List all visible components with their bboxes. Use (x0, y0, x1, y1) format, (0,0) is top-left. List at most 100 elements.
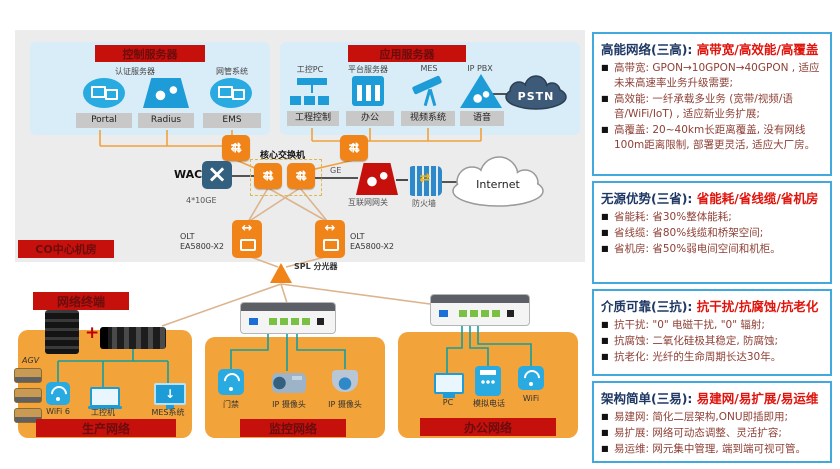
industrial-onu-icon (100, 327, 166, 349)
panel-title-highlight: 易建网/易扩展/易运维 (696, 391, 819, 406)
video-system-label: 视频系统 (401, 111, 455, 126)
core-switch-group-box (250, 159, 322, 196)
agv-icon (14, 388, 42, 403)
app-servers-banner: 应用服务器 (348, 45, 466, 62)
core-switch-label: 核心交换机 (260, 151, 306, 161)
wifi-label: WiFi (522, 394, 540, 403)
bullet-item: 省能耗: 省30%整体能耗; (601, 210, 823, 225)
panel-title-prefix: 高能网络(三高): (601, 42, 697, 57)
wac-label: WAC (174, 168, 203, 181)
ems-server-icon (210, 78, 252, 108)
mes-label: MES (420, 64, 438, 73)
portal-label: Portal (76, 113, 132, 128)
bullet-item: 抗腐蚀: 二氧化硅极其稳定, 防腐蚀; (601, 334, 823, 349)
wac-ports-label: 4*10GE (186, 196, 217, 205)
aggregation-router-icon-right (340, 135, 368, 161)
tripod-leg (428, 88, 437, 107)
platform-server-label: 平台服务器 (348, 65, 388, 74)
onu-icon-office (430, 294, 530, 326)
firewall-icon (408, 166, 442, 196)
onu-icon-surveillance (240, 302, 336, 334)
panel-title: 高能网络(三高): 高带宽/高效能/高覆盖 (601, 39, 823, 58)
ip-pbx-label: IP PBX (467, 64, 493, 73)
olt-right-label: OLT EA5800-X2 (350, 232, 402, 252)
surveillance-banner: 监控网络 (240, 419, 346, 437)
nms-label: 网管系统 (216, 67, 248, 76)
core-switch-icon-1 (254, 163, 282, 189)
olt-icon-right (315, 220, 345, 258)
wifi-ap-icon (518, 366, 544, 390)
bullet-item: 抗干扰: "0" 电磁干扰, "0" 辐射; (601, 318, 823, 333)
industrial-switch-icon (45, 310, 79, 354)
mes-terminal-label: MES系统 (151, 408, 185, 417)
olt-left-model: EA5800-X2 (180, 242, 224, 251)
panel-title-highlight: 抗干扰/抗腐蚀/抗老化 (696, 299, 819, 314)
ip-camera-label-2: IP 摄像头 (328, 400, 362, 409)
industrial-pc-terminal-label: 工控机 (91, 408, 115, 417)
bullet-item: 易建网: 简化二层架构,ONU即插即用; (601, 410, 823, 425)
bullet-item: 易扩展: 网络可动态调整、灵活扩容; (601, 426, 823, 441)
radius-label: Radius (138, 113, 194, 128)
panel-title-highlight: 省能耗/省线缆/省机房 (696, 191, 819, 206)
feature-panel-three-high: 高能网络(三高): 高带宽/高效能/高覆盖 高带宽: GPON→10GPON→4… (592, 32, 832, 176)
agv-label: AGV (22, 356, 40, 365)
office-app-label: 办公 (346, 111, 394, 126)
dome-camera-icon (332, 370, 358, 392)
office-banner: 办公网络 (420, 418, 556, 436)
industrial-laptop-icon (88, 387, 122, 409)
control-servers-banner: 控制服务器 (95, 45, 205, 62)
analog-phone-icon (475, 366, 501, 396)
wac-icon (202, 161, 232, 189)
engineering-control-label: 工程控制 (287, 111, 339, 126)
panel-title-prefix: 架构简单(三易): (601, 391, 697, 406)
agv-icon (14, 368, 42, 383)
panel-title-prefix: 介质可靠(三抗): (601, 299, 697, 314)
olt-right-name: OLT (350, 232, 365, 241)
internet-gateway-icon (356, 163, 398, 195)
agv-icon (14, 408, 42, 423)
pstn-label: PSTN (517, 90, 555, 103)
bullet-item: 高效能: 一纤承载多业务 (宽带/视频/语音/WiFi/IoT) , 适应新业务… (601, 92, 823, 122)
panel-title: 无源优势(三省): 省能耗/省线缆/省机房 (601, 188, 823, 207)
radius-server-icon (143, 78, 189, 108)
olt-left-label: OLT EA5800-X2 (180, 232, 228, 252)
feature-panel-three-easy: 架构简单(三易): 易建网/易扩展/易运维 易建网: 简化二层架构,ONU即插即… (592, 381, 832, 463)
splitter-label: SPL 分光器 (294, 262, 338, 271)
olt-left-name: OLT (180, 232, 195, 241)
access-control-label: 门禁 (223, 400, 239, 409)
platform-server-icon (352, 76, 384, 106)
wifi6-label: WiFi 6 (46, 407, 70, 416)
terminals-banner: 网络终端 (33, 292, 129, 310)
bullet-item: 高覆盖: 20~40km长距离覆盖, 没有网线100m距离限制, 部署更灵活, … (601, 123, 823, 153)
aggregation-router-icon-left (222, 135, 250, 161)
industrial-pc-label: 工控PC (296, 65, 324, 74)
analog-phone-label: 模拟电话 (473, 399, 505, 408)
ge-link-label: GE (330, 166, 342, 175)
bullet-item: 抗老化: 光纤的生命周期长达30年。 (601, 350, 823, 365)
wifi6-ap-icon (46, 382, 70, 405)
mes-telescope-icon (406, 75, 450, 107)
olt-right-model: EA5800-X2 (350, 242, 394, 251)
mes-terminal-icon (154, 383, 186, 409)
bullet-item: 易运维: 网元集中管理, 端到端可视可管。 (601, 442, 823, 457)
ip-camera-label: IP 摄像头 (272, 400, 306, 409)
pc-icon (434, 373, 464, 398)
feature-panel-three-save: 无源优势(三省): 省能耗/省线缆/省机房 省能耗: 省30%整体能耗; 省线缆… (592, 181, 832, 284)
feature-panel-three-anti: 介质可靠(三抗): 抗干扰/抗腐蚀/抗老化 抗干扰: "0" 电磁干扰, "0"… (592, 289, 832, 376)
optical-splitter-icon (270, 263, 292, 283)
voice-label: 语音 (460, 111, 504, 126)
firewall-label: 防火墙 (412, 199, 436, 208)
panel-title-highlight: 高带宽/高效能/高覆盖 (696, 42, 819, 57)
bullet-camera-icon (272, 373, 306, 393)
panel-title-prefix: 无源优势(三省): (601, 191, 697, 206)
industrial-pc-icon (289, 75, 331, 107)
pc-label: PC (442, 398, 454, 407)
panel-title: 架构简单(三易): 易建网/易扩展/易运维 (601, 388, 823, 407)
internet-gateway-label: 互联网网关 (348, 198, 388, 207)
portal-server-icon (83, 78, 125, 108)
production-banner: 生产网络 (36, 419, 176, 437)
auth-server-label: 认证服务器 (115, 67, 155, 76)
internet-label: Internet (476, 178, 520, 191)
core-switch-icon-2 (287, 163, 315, 189)
